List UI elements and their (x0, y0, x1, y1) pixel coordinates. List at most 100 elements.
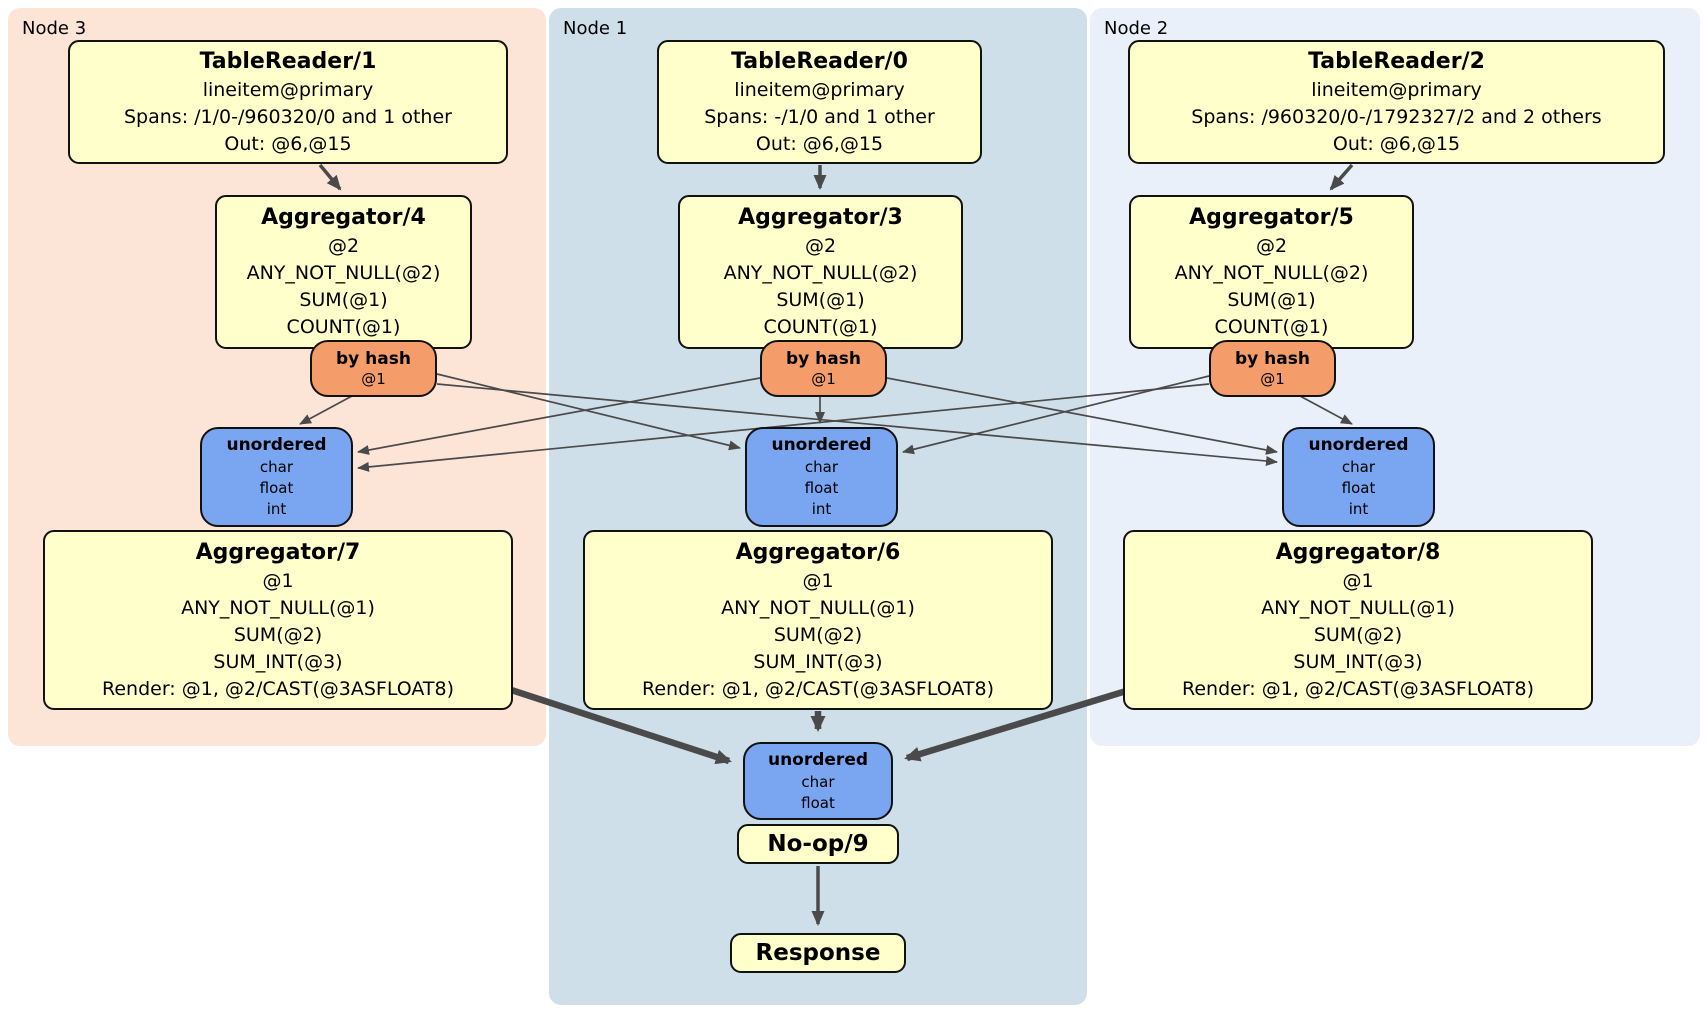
box-line: lineitem@primary (1311, 78, 1482, 101)
box-line: COUNT(@1) (763, 316, 878, 338)
node1-label: Node 1 (563, 18, 628, 39)
box-line: float (1341, 479, 1376, 497)
box-line: Render: @1, @2/CAST(@3ASFLOAT8) (1182, 677, 1534, 700)
box-line: char (801, 772, 835, 791)
box-line: @2 (327, 235, 360, 257)
box-title: Aggregator/3 (738, 205, 903, 230)
box-line: int (1348, 500, 1369, 518)
box-line: ANY_NOT_NULL(@1) (721, 596, 915, 619)
box-title: No-op/9 (767, 831, 869, 857)
box-line: SUM(@2) (1313, 623, 1403, 646)
edge-bh1-u3 (357, 377, 761, 455)
box-line: @2 (804, 235, 837, 257)
box-lines: @1 (811, 370, 836, 389)
edge-agg8-final (904, 684, 1137, 762)
box-line: @2 (1255, 235, 1288, 257)
box-title: TableReader/0 (731, 48, 908, 74)
box-title: Aggregator/6 (735, 539, 901, 565)
edge-bh1-u2 (886, 377, 1278, 455)
box-line: SUM(@1) (299, 289, 388, 311)
node3-hash-router-box: by hash @1 (310, 340, 437, 397)
box-line: ANY_NOT_NULL(@1) (1261, 596, 1455, 619)
box-line: char (259, 458, 294, 476)
box-line: ANY_NOT_NULL(@2) (723, 262, 918, 284)
box-line: Spans: /1/0-/960320/0 and 1 other (124, 105, 452, 128)
box-line: Spans: /960320/0-/1792327/2 and 2 others (1191, 105, 1602, 128)
box-line: SUM(@2) (773, 623, 863, 646)
box-line: float (804, 479, 839, 497)
edge-tr1-agg4 (318, 163, 342, 191)
box-title: unordered (767, 749, 869, 770)
box-line: lineitem@primary (202, 78, 374, 101)
box-lines: char float int (805, 457, 839, 520)
box-line: char (804, 458, 839, 476)
box-line: COUNT(@1) (1214, 316, 1329, 338)
box-title: Aggregator/7 (195, 539, 361, 565)
box-line: Out: @6,@15 (1332, 132, 1461, 155)
node3-unordered-stream-box: unordered char float int (200, 427, 353, 527)
noop-9-box: No-op/9 (737, 824, 899, 864)
box-line: COUNT(@1) (286, 316, 401, 338)
node3-label: Node 3 (22, 18, 87, 39)
box-title: unordered (1308, 435, 1409, 455)
box-lines: char float int (260, 457, 294, 520)
box-line: @1 (1342, 569, 1374, 592)
response-box: Response (730, 933, 906, 973)
box-line: int (266, 500, 287, 518)
box-title: Aggregator/8 (1275, 539, 1441, 565)
edge-agg7-final (503, 684, 732, 765)
box-line: SUM_INT(@3) (213, 650, 343, 673)
box-title: Aggregator/4 (261, 205, 426, 230)
box-title: unordered (226, 435, 327, 455)
box-line: Spans: -/1/0 and 1 other (704, 105, 935, 128)
box-line: Out: @6,@15 (224, 132, 352, 155)
box-title: Response (755, 940, 881, 966)
edge-bh2-u3 (357, 383, 1210, 472)
box-line: int (811, 500, 832, 518)
box-line: SUM(@2) (233, 623, 323, 646)
box-line: ANY_NOT_NULL(@2) (246, 262, 441, 284)
box-line: SUM(@1) (776, 289, 865, 311)
box-line: @1 (811, 370, 836, 388)
box-line: float (259, 479, 294, 497)
box-line: @1 (1260, 370, 1285, 388)
box-line: SUM_INT(@3) (753, 650, 883, 673)
box-line: @1 (361, 370, 386, 388)
box-line: lineitem@primary (734, 78, 905, 101)
edge-bh3-u1 (436, 373, 741, 451)
box-line: Render: @1, @2/CAST(@3ASFLOAT8) (642, 677, 994, 700)
box-title: by hash (786, 349, 861, 369)
box-line: SUM(@1) (1227, 289, 1316, 311)
edge-bh3-u3 (299, 395, 353, 425)
box-line: ANY_NOT_NULL(@2) (1174, 262, 1369, 284)
box-lines: @1 (361, 370, 386, 389)
box-line: SUM_INT(@3) (1293, 650, 1423, 673)
box-title: by hash (1235, 349, 1310, 369)
box-line: ANY_NOT_NULL(@1) (181, 596, 375, 619)
box-line: Render: @1, @2/CAST(@3ASFLOAT8) (102, 677, 454, 700)
box-title: Aggregator/5 (1189, 205, 1354, 230)
edge-bh3-u2 (436, 383, 1278, 466)
box-title: TableReader/1 (199, 48, 377, 74)
